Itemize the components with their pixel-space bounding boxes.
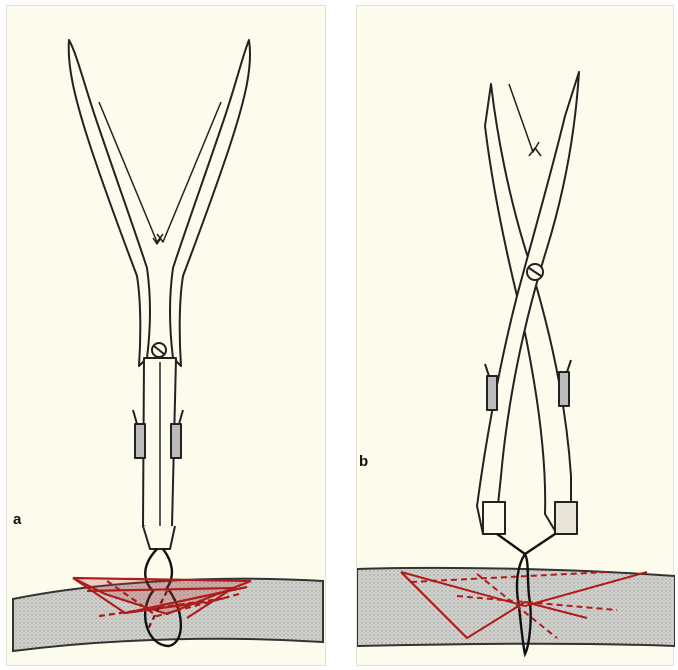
panel-label-b: b bbox=[359, 454, 368, 469]
screw-icon bbox=[527, 264, 543, 280]
needle-holder-icon bbox=[69, 40, 250, 549]
screw-icon bbox=[152, 343, 166, 357]
panel-b-illustration bbox=[357, 6, 675, 667]
panel-a: a bbox=[6, 5, 326, 666]
panel-a-illustration bbox=[7, 6, 327, 667]
panel-label-a: a bbox=[13, 512, 21, 527]
panel-b: b bbox=[356, 5, 674, 666]
needle-holder-icon bbox=[477, 72, 579, 534]
